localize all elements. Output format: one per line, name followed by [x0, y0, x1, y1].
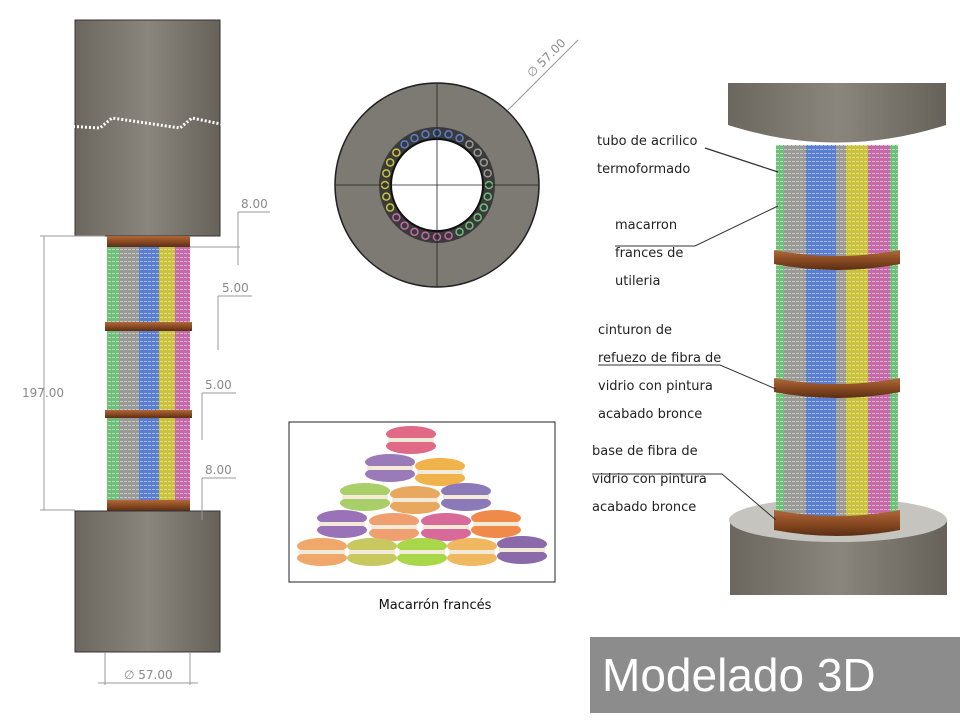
dim-top-base: 8.00	[241, 197, 268, 211]
dimension-lines	[40, 211, 270, 685]
ring-dot	[465, 221, 474, 230]
ring-dot	[382, 169, 391, 178]
ring-dot	[421, 130, 430, 139]
label-line: vidrio con pintura	[592, 472, 707, 487]
ring-dot	[479, 158, 489, 167]
macaron	[347, 538, 397, 566]
label-tube: tubo de acrilico termoformado	[597, 121, 697, 191]
macaron	[317, 510, 367, 538]
label-base: base de fibra de vidrio con pintura acab…	[592, 431, 707, 529]
ring-dot	[392, 148, 401, 157]
photo-caption: Macarrón francés	[378, 598, 492, 613]
label-line: vidrio con pintura	[598, 379, 713, 394]
macaron	[340, 483, 390, 511]
dim-belt-2: 5.00	[205, 378, 232, 392]
ring-dot	[473, 148, 482, 157]
top-base-band	[107, 236, 190, 247]
column-stripes	[107, 247, 190, 500]
macaron	[415, 458, 465, 486]
belt-1	[105, 322, 192, 331]
ring-dot	[400, 221, 409, 230]
belt-2	[105, 410, 192, 418]
ring-dot	[444, 130, 453, 139]
break-line	[64, 116, 231, 130]
label-line: termoformado	[597, 162, 691, 177]
macaron	[369, 513, 419, 541]
ring-dot	[400, 140, 409, 149]
front-view: 197.00 8.00 5.00 5.00 8.00 ∅ 57.00	[22, 19, 270, 685]
macaron	[471, 510, 521, 538]
ring-dot	[385, 158, 395, 167]
macaron	[447, 538, 497, 566]
label-line: frances de	[615, 246, 684, 261]
label-line: macarron	[615, 218, 678, 233]
macaron	[297, 538, 347, 566]
bottom-block	[74, 510, 221, 653]
base-band-3d	[774, 510, 900, 536]
dim-belt-1: 5.00	[222, 281, 249, 295]
title-badge: Modelado 3D	[590, 637, 960, 713]
label-line: refuezo de fibra de	[598, 351, 722, 366]
label-macaron: macarron frances de utileria	[615, 205, 683, 303]
dim-diameter-top: ∅ 57.00	[524, 36, 568, 80]
ring-dot	[385, 203, 395, 212]
top-block	[74, 19, 221, 237]
macaron	[390, 486, 440, 514]
leader-lines	[592, 147, 779, 521]
macaron	[386, 426, 436, 454]
label-line: tubo de acrilico	[597, 134, 698, 149]
macaron-photo	[288, 421, 556, 583]
ring-dot	[382, 192, 391, 201]
macaron	[441, 483, 491, 511]
dim-diameter-front: ∅ 57.00	[124, 668, 173, 682]
macaron	[421, 513, 471, 541]
macaron	[397, 538, 447, 566]
ring-dot	[410, 133, 419, 143]
ring-dot	[455, 133, 464, 143]
ring-dot	[455, 227, 464, 237]
ring-dot	[444, 231, 453, 240]
ring-dot	[410, 227, 419, 237]
ring-dot	[479, 203, 489, 212]
label-line: utileria	[615, 274, 661, 289]
bottom-base-band	[107, 500, 190, 511]
label-line: acabado bronce	[598, 407, 703, 422]
macaron-ring	[380, 128, 494, 242]
macaron	[365, 454, 415, 482]
macaron	[497, 536, 547, 564]
belt-3d-1	[774, 250, 900, 270]
ring-dot	[465, 140, 474, 149]
ring-dot	[421, 231, 430, 240]
label-line: base de fibra de	[592, 444, 698, 459]
ring-dot	[483, 192, 492, 201]
ring-dot	[483, 169, 492, 178]
label-belt: cinturon de refuezo de fibra de vidrio c…	[598, 310, 721, 436]
label-line: cinturon de	[598, 323, 672, 338]
dim-bottom-base: 8.00	[205, 463, 232, 477]
belt-3d-2	[774, 378, 900, 398]
column-3d-stripes	[776, 145, 898, 525]
top-cap	[728, 83, 946, 143]
top-view: ∅ 57.00	[334, 36, 579, 288]
render-3d	[592, 83, 947, 595]
ring-dot	[392, 213, 401, 222]
label-line: acabado bronce	[592, 500, 697, 515]
ring-dot	[473, 213, 482, 222]
dim-total-height: 197.00	[22, 386, 64, 400]
